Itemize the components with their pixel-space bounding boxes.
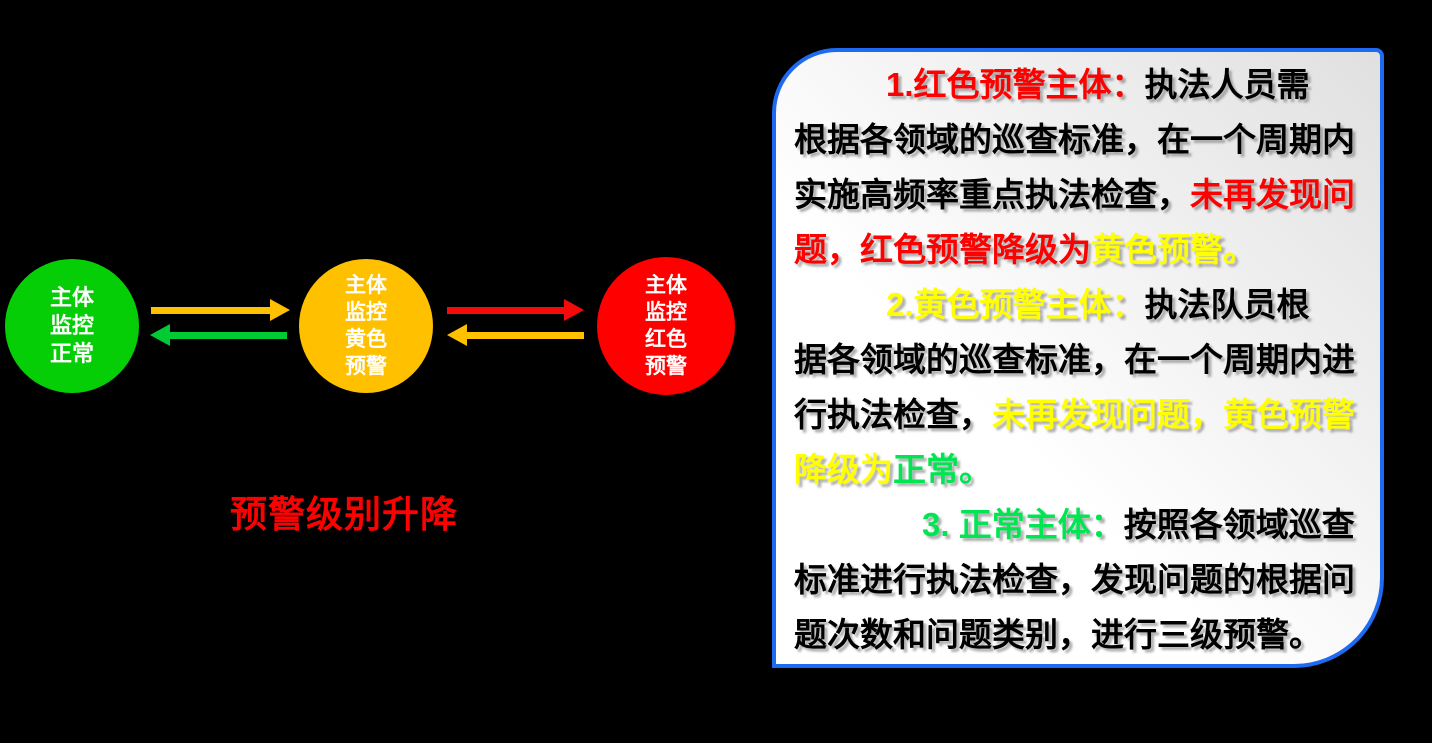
panel-text-line: 实施高频率重点执法检查，未再发现问 bbox=[794, 167, 1366, 222]
arrow-shaft bbox=[447, 307, 568, 314]
state-circle-label: 主体 bbox=[645, 274, 687, 297]
downgrade-arrow-red-to-yellow bbox=[447, 324, 584, 346]
arrow-head-icon bbox=[150, 324, 170, 346]
arrow-head-icon bbox=[447, 324, 467, 346]
panel-text-segment: 未再发现问题，黄色预警 bbox=[992, 396, 1355, 433]
panel-text-line: 根据各领域的巡查标准，在一个周期内 bbox=[794, 112, 1366, 167]
state-circle-label: 黄色 bbox=[345, 328, 387, 351]
escalate-arrow-normal-to-yellow bbox=[151, 299, 290, 321]
state-circle-label: 红色 bbox=[645, 328, 687, 351]
panel-text-segment: 行执法检查， bbox=[794, 396, 992, 433]
panel-text-segment: 执法人员需 bbox=[1144, 66, 1310, 103]
panel-text-segment: 执法队员根 bbox=[1144, 286, 1310, 323]
panel-text-segment: 实施高频率重点执法检查， bbox=[794, 176, 1190, 213]
panel-text-segment: 据各领域的巡查标准，在一个周期内进 bbox=[794, 341, 1355, 378]
escalate-arrow-yellow-to-red bbox=[447, 299, 584, 321]
panel-text-line: 1.红色预警主体：执法人员需 bbox=[794, 57, 1366, 112]
arrow-shaft bbox=[151, 307, 274, 314]
panel-text-segment: 未再发现问 bbox=[1190, 176, 1355, 213]
panel-text-segment: 正常。 bbox=[893, 451, 992, 488]
panel-text-segment: 黄色预警。 bbox=[1091, 231, 1256, 268]
panel-text-line: 降级为正常。 bbox=[794, 442, 1366, 497]
state-circle-normal: 主体监控正常 bbox=[5, 259, 139, 393]
panel-text-line: 行执法检查，未再发现问题，黄色预警 bbox=[794, 387, 1366, 442]
warning-rules-panel: 1.红色预警主体：执法人员需根据各领域的巡查标准，在一个周期内实施高频率重点执法… bbox=[772, 48, 1384, 668]
arrow-head-icon bbox=[564, 299, 584, 321]
panel-text-segment: 3. 正常主体： bbox=[922, 506, 1124, 543]
panel-text-segment: 根据各领域的巡查标准，在一个周期内 bbox=[794, 121, 1355, 158]
downgrade-arrow-yellow-to-normal bbox=[150, 324, 287, 346]
panel-text-segment: 降级为 bbox=[794, 451, 893, 488]
state-circle-label: 监控 bbox=[49, 313, 94, 338]
panel-text-line: 2.黄色预警主体：执法队员根 bbox=[794, 277, 1366, 332]
state-circle-label: 预警 bbox=[645, 355, 687, 378]
state-circle-label: 主体 bbox=[345, 274, 387, 297]
panel-text-line: 标准进行执法检查，发现问题的根据问 bbox=[794, 552, 1366, 607]
state-circle-label: 正常 bbox=[49, 341, 94, 366]
arrow-head-icon bbox=[270, 299, 290, 321]
panel-text-segment: 题次数和问题类别，进行三级预警。 bbox=[794, 616, 1322, 653]
state-circle-red-warning: 主体监控红色预警 bbox=[597, 257, 735, 395]
panel-text-segment: 题，红色预警降级为 bbox=[794, 231, 1091, 268]
state-circle-label: 监控 bbox=[345, 301, 387, 324]
panel-text-segment: 1.红色预警主体： bbox=[886, 66, 1145, 103]
state-circle-label: 监控 bbox=[645, 301, 687, 324]
panel-text-line: 3. 正常主体：按照各领域巡查 bbox=[794, 497, 1366, 552]
arrow-shaft bbox=[463, 332, 584, 339]
diagram-caption: 预警级别升降 bbox=[230, 494, 458, 535]
panel-text-line: 题，红色预警降级为黄色预警。 bbox=[794, 222, 1366, 277]
panel-text-line: 据各领域的巡查标准，在一个周期内进 bbox=[794, 332, 1366, 387]
panel-text-segment: 标准进行执法检查，发现问题的根据问 bbox=[794, 561, 1355, 598]
panel-text-segment: 2.黄色预警主体： bbox=[886, 286, 1145, 323]
panel-text-segment: 按照各领域巡查 bbox=[1123, 506, 1355, 543]
state-circle-yellow-warning: 主体监控黄色预警 bbox=[299, 259, 433, 393]
panel-text-line: 题次数和问题类别，进行三级预警。 bbox=[794, 607, 1366, 662]
state-circle-label: 预警 bbox=[345, 355, 387, 378]
state-circle-label: 主体 bbox=[49, 285, 94, 310]
arrow-shaft bbox=[166, 332, 287, 339]
